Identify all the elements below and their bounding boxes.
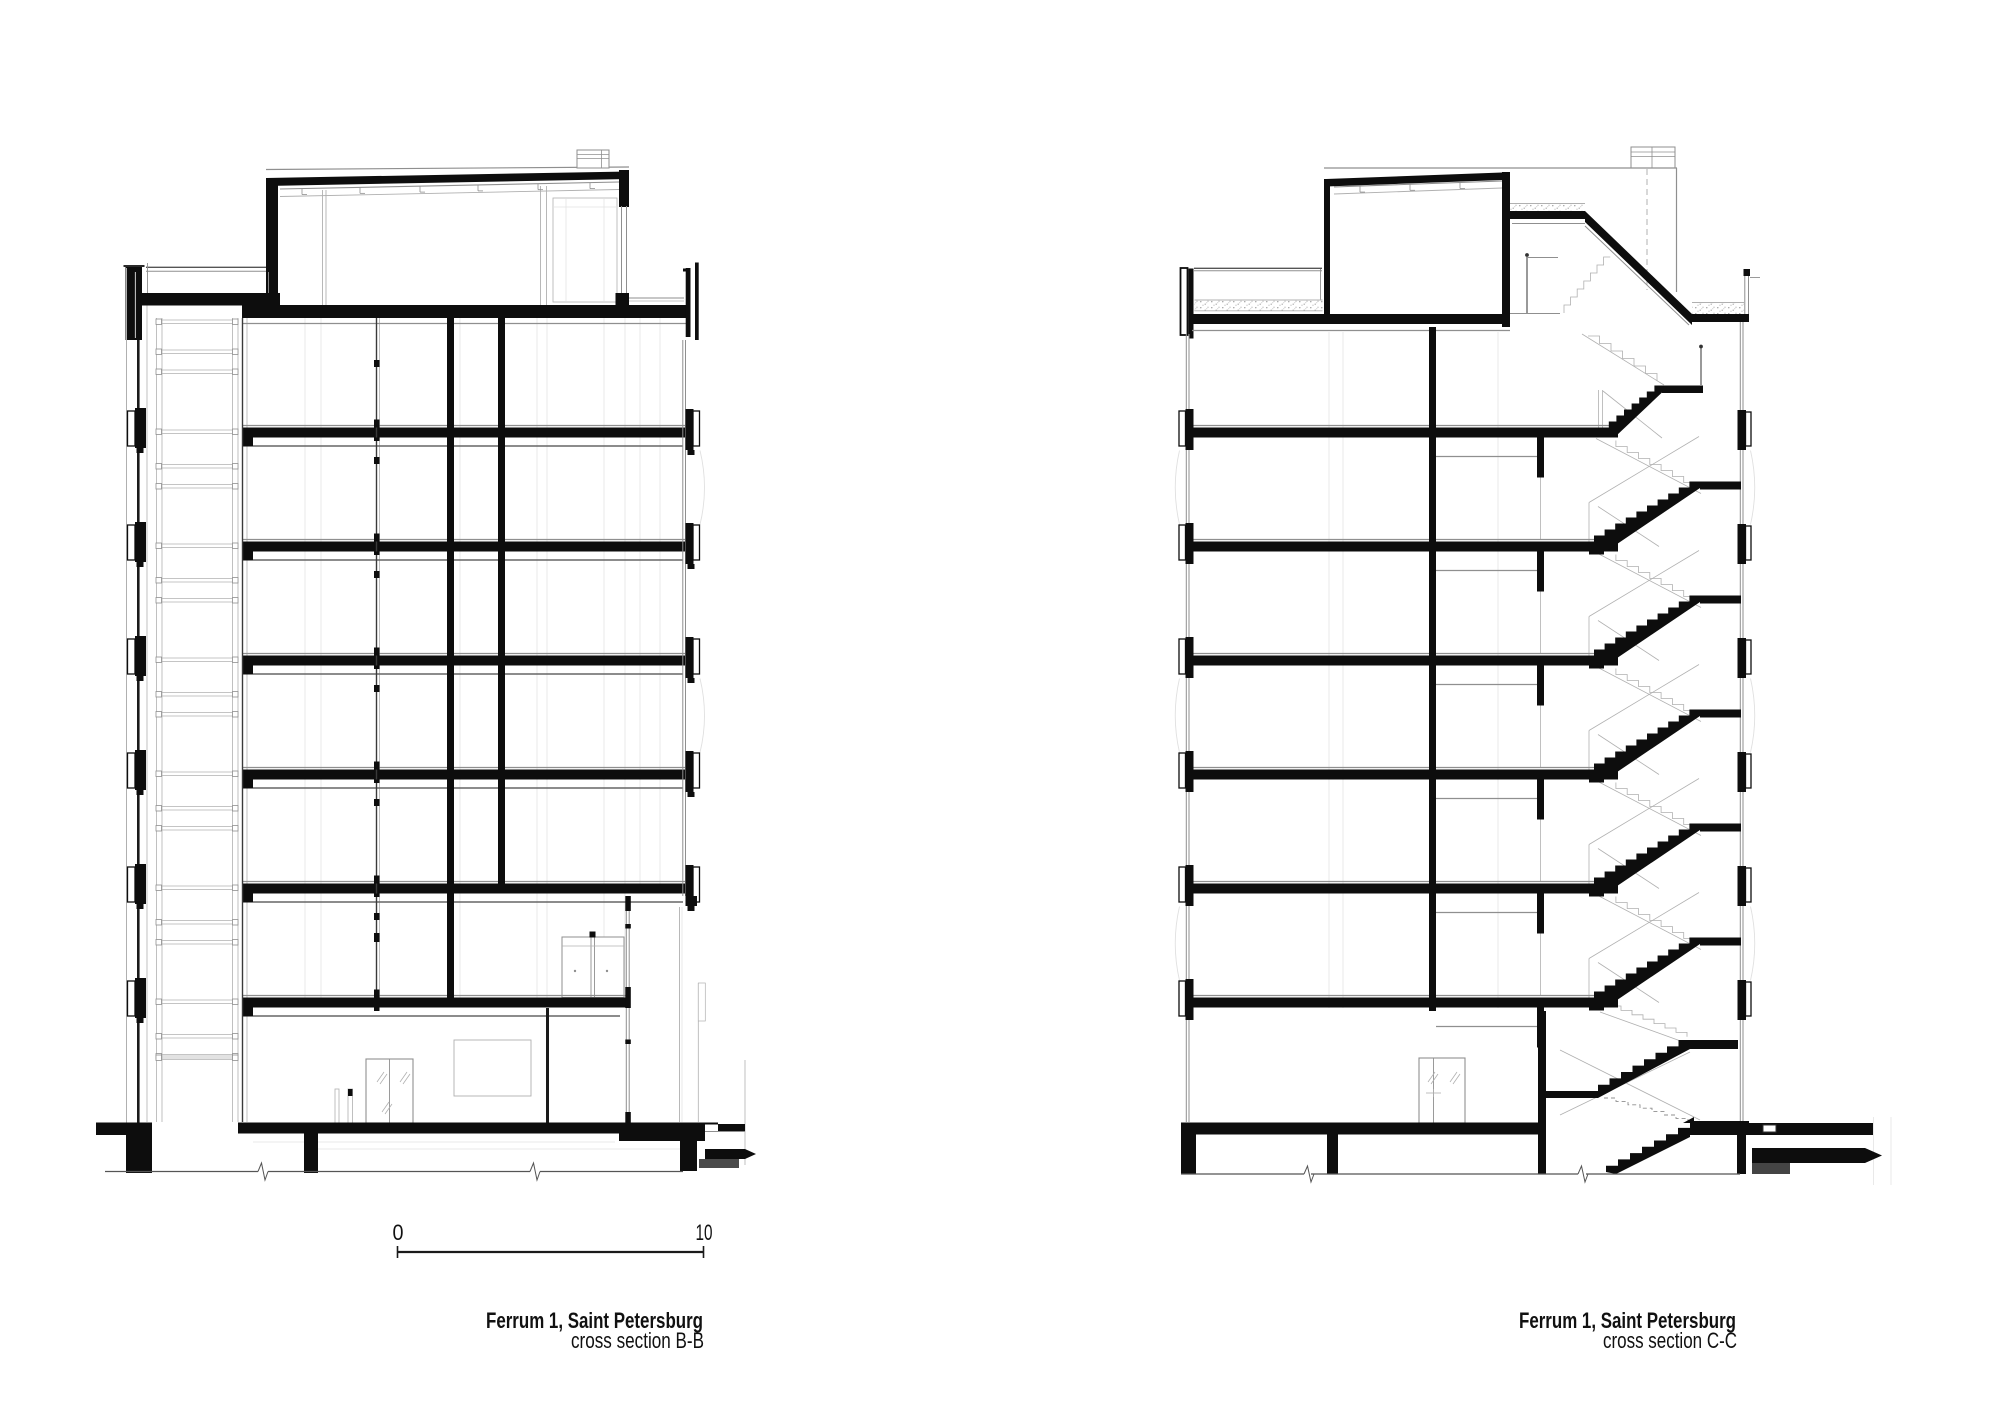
svg-text:10: 10 [696, 1220, 713, 1245]
svg-text:0: 0 [393, 1220, 404, 1245]
svg-text:cross section C-C: cross section C-C [1603, 1328, 1737, 1353]
svg-text:Ferrum 1, Saint Petersburg: Ferrum 1, Saint Petersburg [1519, 1308, 1736, 1333]
svg-text:cross section B-B: cross section B-B [571, 1328, 704, 1353]
svg-text:Ferrum 1, Saint Petersburg: Ferrum 1, Saint Petersburg [486, 1308, 703, 1333]
